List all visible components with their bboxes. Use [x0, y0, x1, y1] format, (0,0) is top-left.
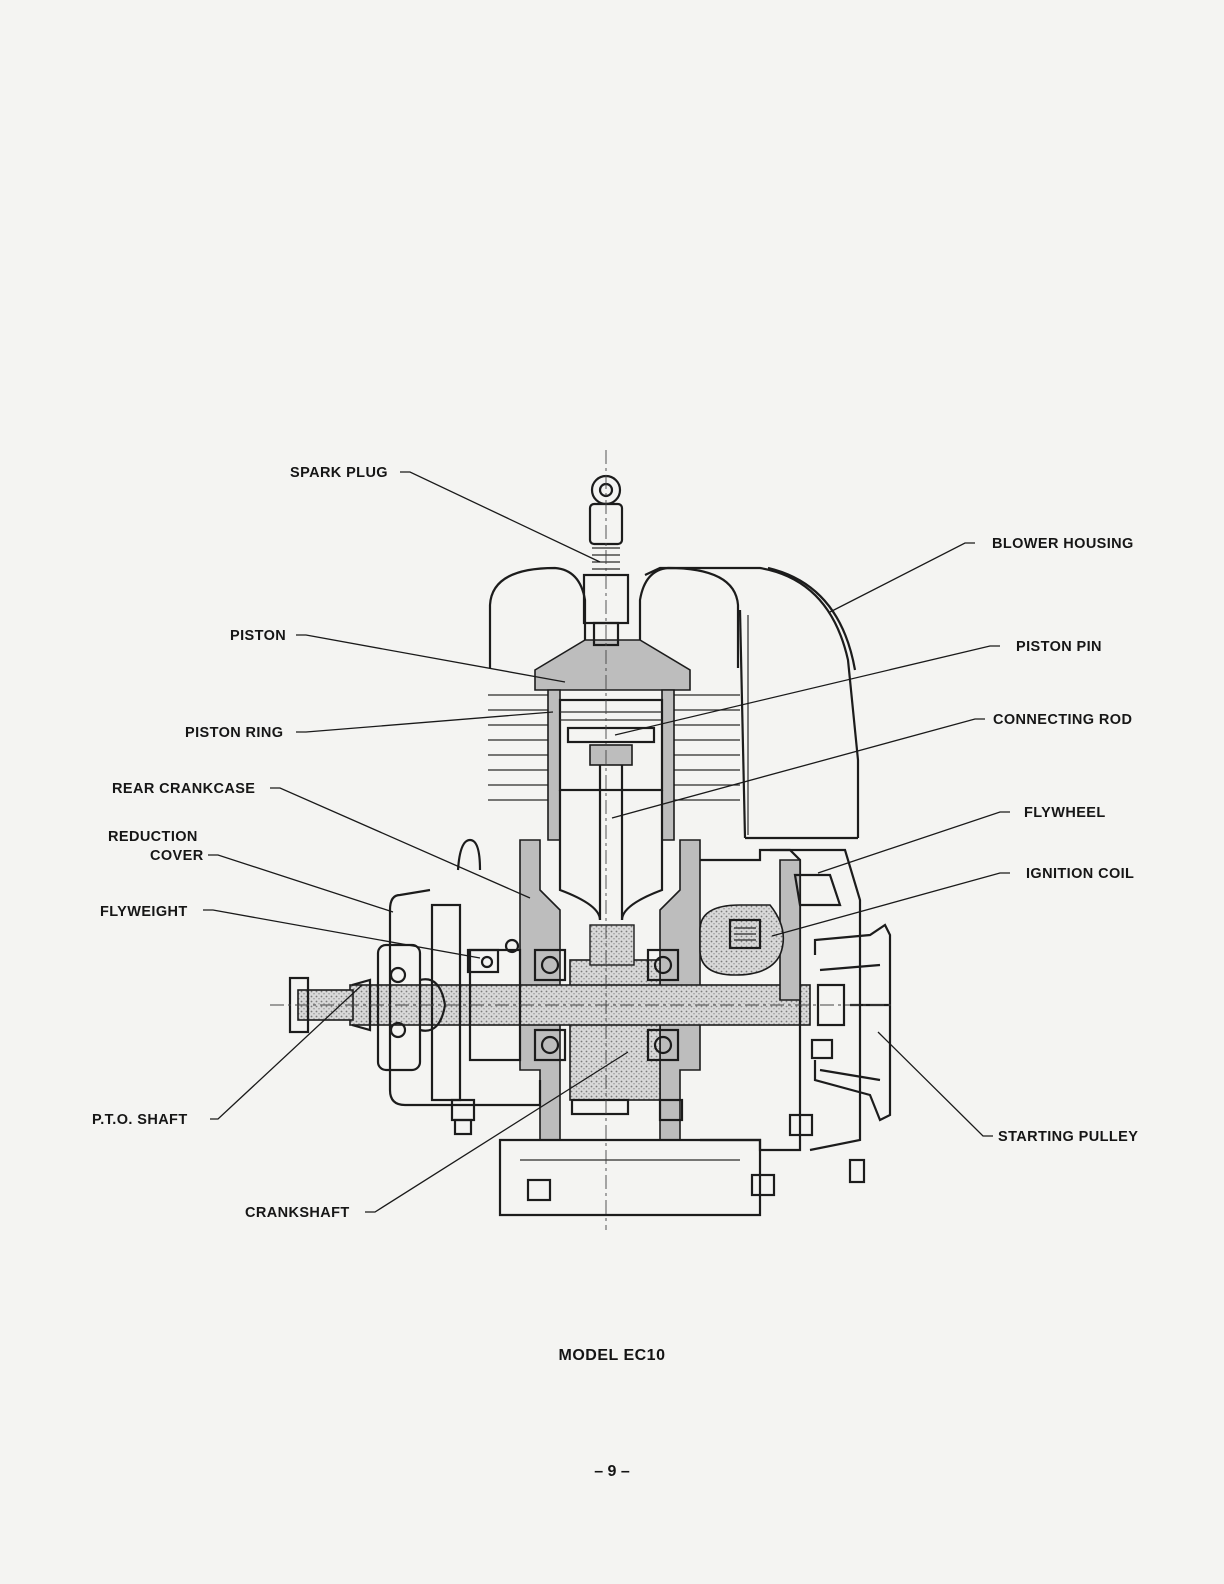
starting-pulley-shape — [815, 925, 890, 1120]
piston-shape — [560, 700, 662, 790]
label-piston-pin: PISTON PIN — [1016, 639, 1102, 655]
engine-drawing — [270, 450, 895, 1230]
label-flyweight: FLYWEIGHT — [100, 904, 188, 920]
ignition-coil-shape — [700, 905, 783, 975]
cylinder-head-shape — [490, 568, 738, 690]
figure-caption: MODEL EC10 — [0, 1347, 1224, 1365]
label-spark-plug: SPARK PLUG — [290, 465, 388, 481]
label-reduction-cover-2: COVER — [150, 848, 204, 864]
label-reduction-cover-1: REDUCTION — [108, 829, 198, 845]
part-labels: SPARK PLUG BLOWER HOUSING PISTON PISTON … — [92, 465, 1138, 1221]
label-piston: PISTON — [230, 628, 286, 644]
label-flywheel: FLYWHEEL — [1024, 805, 1106, 821]
label-starting-pulley: STARTING PULLEY — [998, 1129, 1138, 1145]
reduction-cover-shape — [378, 840, 540, 1105]
flyweight-shape — [468, 940, 518, 972]
label-crankshaft: CRANKSHAFT — [245, 1205, 350, 1221]
label-rear-crankcase: REAR CRANKCASE — [112, 781, 255, 797]
label-ignition-coil: IGNITION COIL — [1026, 866, 1134, 882]
label-blower-housing: BLOWER HOUSING — [992, 536, 1134, 552]
label-connecting-rod: CONNECTING ROD — [993, 712, 1132, 728]
page-number: – 9 – — [0, 1463, 1224, 1481]
connecting-rod-shape — [560, 765, 662, 920]
label-piston-ring: PISTON RING — [185, 725, 283, 741]
label-pto-shaft: P.T.O. SHAFT — [92, 1112, 188, 1128]
